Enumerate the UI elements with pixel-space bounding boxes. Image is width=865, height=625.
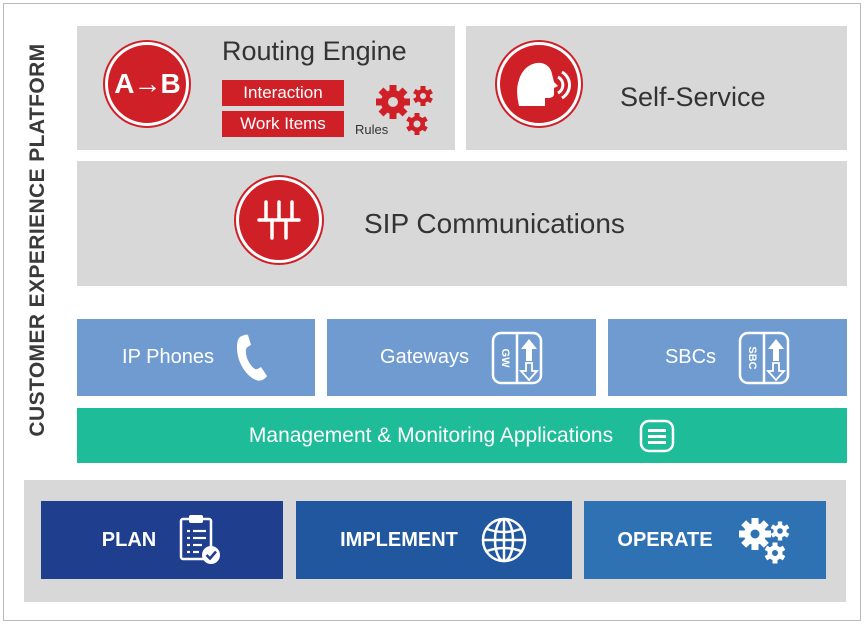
sip-communications-panel — [77, 161, 847, 286]
plan-label: PLAN — [101, 528, 157, 551]
operate-label: OPERATE — [617, 528, 713, 551]
speaking-head-icon — [497, 42, 581, 126]
gears-icon — [738, 518, 789, 564]
implement-box: IMPLEMENT — [296, 501, 572, 579]
sbcs-label: SBCs — [664, 346, 717, 368]
sip-switch-icon — [236, 177, 322, 263]
operate-box: OPERATE — [584, 501, 826, 579]
management-monitoring-bar: Management & Monitoring Applications — [77, 408, 847, 463]
clipboard-check-icon — [179, 515, 221, 564]
routing-engine-title: Routing Engine — [222, 36, 407, 66]
management-monitoring-label: Management & Monitoring Applications — [248, 423, 614, 447]
ip-phones-box: IP Phones — [77, 319, 315, 396]
routing-badge-text: A→B — [114, 68, 180, 99]
list-icon — [639, 419, 675, 452]
phone-icon — [236, 334, 267, 381]
sbcs-box: SBCs SBC — [608, 319, 847, 396]
work-items-tag: Work Items — [222, 111, 344, 137]
gateways-label: Gateways — [380, 346, 469, 368]
ip-phones-label: IP Phones — [122, 346, 214, 368]
gateway-icon: GW — [491, 331, 543, 384]
sbc-icon: SBC — [738, 331, 790, 384]
routing-engine-badge: A→B — [105, 42, 189, 126]
self-service-label: Self-Service — [620, 82, 766, 112]
sbc-icon-text: SBC — [746, 346, 758, 369]
plan-box: PLAN — [41, 501, 283, 579]
gateway-icon-text: GW — [499, 348, 511, 368]
sip-communications-label: SIP Communications — [364, 208, 625, 239]
interaction-tag: Interaction — [222, 80, 344, 106]
platform-label: CUSTOMER EXPERIENCE PLATFORM — [26, 43, 49, 437]
implement-label: IMPLEMENT — [340, 528, 458, 551]
rules-label: Rules — [355, 122, 389, 137]
globe-icon — [481, 517, 527, 563]
gateways-box: Gateways GW — [327, 319, 596, 396]
rules-gears-icon — [376, 85, 433, 135]
